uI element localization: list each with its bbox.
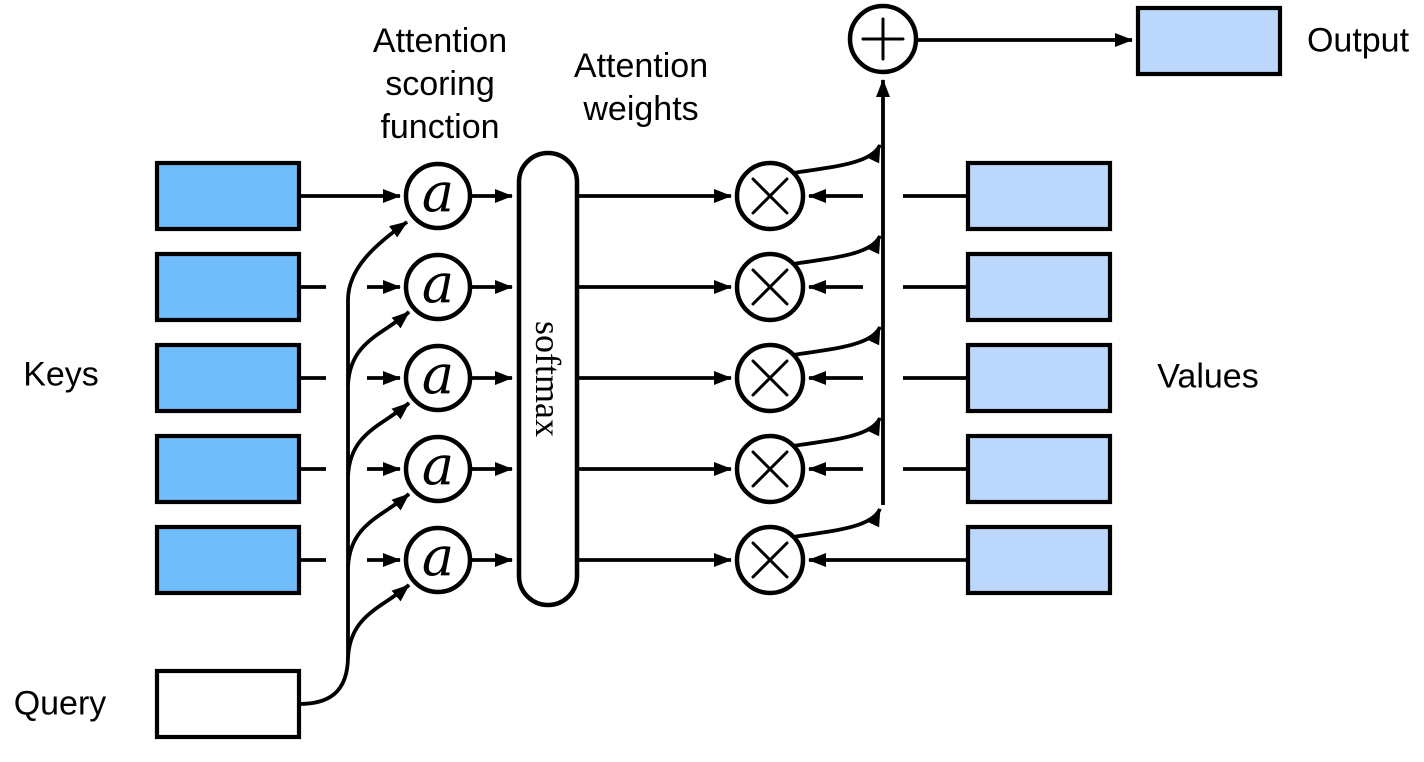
score-symbol: a (422, 343, 454, 406)
output-rect (1135, 5, 1283, 77)
sum-arrows (792, 79, 890, 539)
key-rect (154, 160, 302, 232)
keys-label: Keys (23, 355, 99, 394)
score-circle (403, 525, 473, 595)
query-label: Query (13, 684, 107, 723)
multiply-nodes (734, 160, 806, 596)
product-curve-arrow (792, 508, 882, 539)
key-rect (154, 342, 302, 414)
score-symbol: a (422, 161, 454, 224)
value-rects (965, 160, 1113, 596)
score-circle (403, 161, 473, 231)
score-circle (403, 252, 473, 322)
query-trunk-arrow (298, 220, 409, 706)
product-curve-arrow (792, 235, 882, 266)
key-rects (154, 160, 302, 596)
query-branch-arrow (346, 492, 411, 568)
query-arrows (298, 220, 411, 706)
value-rect (965, 160, 1113, 232)
sum-node (847, 3, 919, 75)
key-to-score-arrows (299, 189, 401, 567)
score-to-softmax-arrows (472, 189, 513, 567)
values-label: Values (1157, 357, 1259, 396)
value-rect (965, 524, 1113, 596)
plus-icon (861, 17, 905, 61)
softmax-label: softmax (528, 321, 568, 437)
attention-weights-label: Attention weights (573, 47, 709, 128)
value-rect (965, 342, 1113, 414)
product-curve-arrow (792, 417, 882, 448)
multiply-icon (751, 268, 789, 306)
product-curve-arrow (792, 326, 882, 357)
query-branch-arrow (346, 401, 411, 477)
key-rect (154, 524, 302, 596)
score-symbol: a (422, 525, 454, 588)
multiply-icon (751, 359, 789, 397)
attention-scoring-function-label: Attention scoring function (372, 22, 508, 146)
product-curve-arrow (792, 144, 882, 175)
query-branch-arrow (346, 310, 411, 386)
score-nodes: a a a a a (403, 161, 473, 595)
score-symbol: a (422, 252, 454, 315)
score-symbol: a (422, 434, 454, 497)
softmax-pill (516, 150, 580, 608)
multiply-icon (751, 450, 789, 488)
value-rect (965, 251, 1113, 323)
value-to-multiply-arrows (808, 189, 968, 567)
weight-arrows (577, 189, 732, 567)
multiply-icon (751, 541, 789, 579)
query-rect (154, 668, 302, 740)
output-label: Output (1306, 21, 1410, 60)
key-rect (154, 251, 302, 323)
multiply-icon (751, 177, 789, 215)
score-circle (403, 434, 473, 504)
score-circle (403, 343, 473, 413)
key-rect (154, 433, 302, 505)
value-rect (965, 433, 1113, 505)
query-branch-arrow (346, 583, 411, 659)
